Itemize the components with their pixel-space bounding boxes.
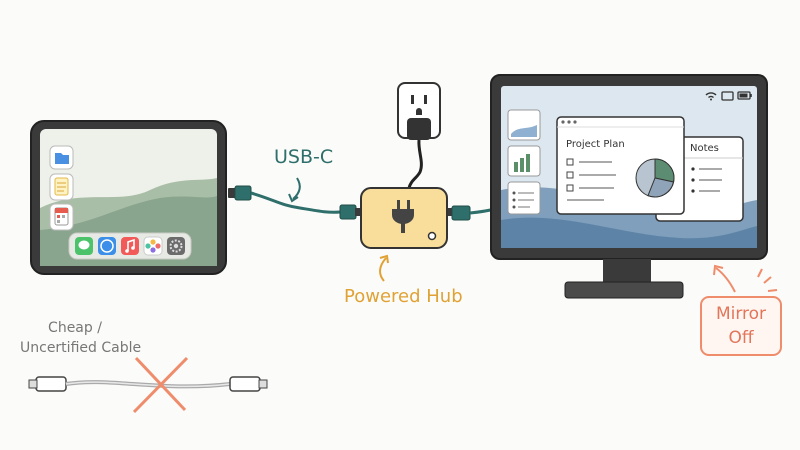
pie-chart-icon	[635, 158, 675, 198]
powered-hub-device	[360, 187, 448, 249]
cheap-cable-label-line2: Uncertified Cable	[20, 340, 142, 356]
notes-app-icon[interactable]	[54, 177, 69, 196]
messages-icon[interactable]	[75, 237, 93, 255]
usb-c-cable-tablet-to-hub	[228, 185, 362, 220]
powered-hub-label: Powered Hub	[344, 286, 463, 307]
usb-c-pointer-arrow	[292, 177, 301, 200]
safari-icon[interactable]	[98, 237, 116, 255]
hdmi-cable-hub-to-monitor	[446, 205, 496, 221]
monitor-side-thumbnails	[507, 109, 541, 215]
mirror-off-badge: Mirror Off	[700, 296, 782, 356]
tablet-dock	[68, 232, 192, 260]
wifi-icon	[705, 92, 717, 101]
cheap-cable-label-line1: Cheap /	[48, 320, 102, 336]
monitor-status-bar	[705, 91, 752, 101]
power-plug	[407, 118, 431, 189]
usb-c-label: USB-C	[274, 146, 334, 168]
uncertified-cable	[28, 376, 268, 392]
checklist	[566, 158, 616, 201]
mirror-off-pointer	[713, 264, 778, 293]
screen-mirror-icon	[721, 91, 734, 101]
tablet-side-apps	[49, 145, 74, 231]
external-monitor: Notes Project Plan	[490, 74, 768, 299]
cross-mark-icon	[132, 356, 189, 414]
notes-window-title: Notes	[690, 143, 719, 154]
files-icon[interactable]	[55, 153, 69, 164]
calendar-icon[interactable]	[54, 207, 69, 226]
photos-icon[interactable]	[143, 236, 163, 256]
ipad-tablet	[30, 120, 227, 275]
mirror-off-line2: Off	[728, 328, 754, 348]
cheap-cable-label: Cheap / Uncertified Cable	[20, 318, 142, 358]
project-plan-window[interactable]: Project Plan	[556, 116, 685, 215]
music-icon[interactable]	[121, 237, 139, 255]
hub-pointer-arrow	[379, 257, 387, 282]
plug-icon	[392, 200, 414, 233]
settings-icon[interactable]	[167, 237, 185, 255]
mirror-off-line1: Mirror	[715, 304, 767, 324]
battery-icon	[737, 91, 752, 100]
project-plan-window-title: Project Plan	[566, 139, 625, 150]
